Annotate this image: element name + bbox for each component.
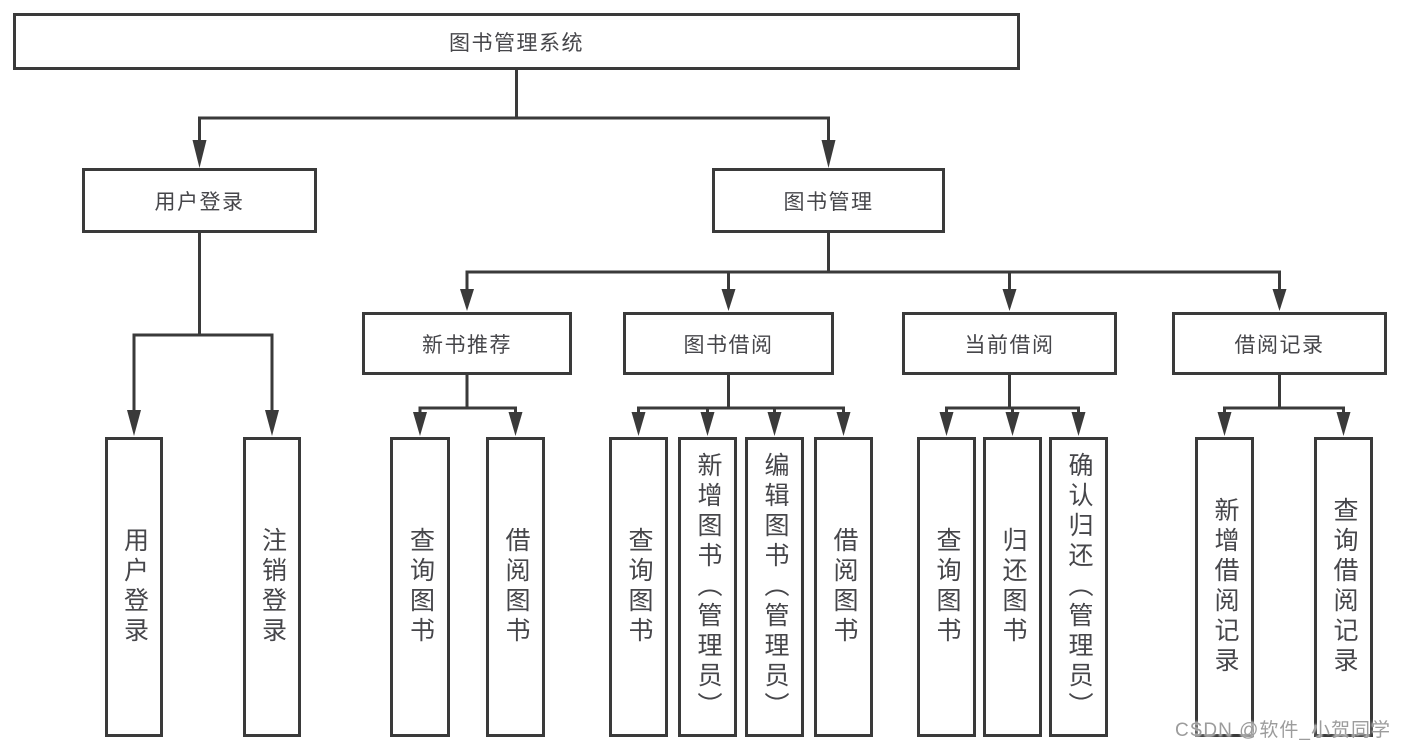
node-label: 确认归还（管理员） (1065, 452, 1093, 722)
node-label: 借阅图书 (830, 527, 858, 647)
node-label: 新增图书（管理员） (694, 452, 722, 722)
node-label: 借阅图书 (502, 527, 530, 647)
arrowhead-icon (127, 410, 141, 436)
edge-borrow-records-to-leaves (1217, 375, 1351, 436)
arrowhead-icon (1005, 412, 1020, 436)
arrowhead-icon (508, 412, 523, 436)
edge-root-to-level2 (192, 70, 836, 168)
edge-book-borrow-to-leaves (631, 375, 851, 436)
arrowhead-icon (1272, 289, 1287, 311)
node-label: 新增借阅记录 (1211, 497, 1239, 677)
node-leaf-edit-books-admin: 编辑图书（管理员） (745, 437, 804, 737)
node-label: 新书推荐 (422, 333, 512, 357)
edge-new-books-to-leaves (413, 375, 523, 436)
node-library-management-system: 图书管理系统 (13, 13, 1020, 70)
node-leaf-confirm-return-admin: 确认归还（管理员） (1049, 437, 1108, 737)
arrowhead-icon (631, 412, 646, 436)
node-label: 用户登录 (154, 190, 245, 214)
node-label: 当前借阅 (964, 333, 1055, 357)
node-leaf-borrow-books-2: 借阅图书 (814, 437, 873, 737)
arrowhead-icon (1071, 412, 1086, 436)
node-leaf-logout: 注销登录 (243, 437, 301, 737)
arrowhead-icon (821, 140, 836, 168)
node-leaf-return-books: 归还图书 (983, 437, 1042, 737)
node-leaf-query-borrow-record: 查询借阅记录 (1314, 437, 1373, 737)
arrowhead-icon (700, 412, 715, 436)
arrowhead-icon (836, 412, 851, 436)
node-leaf-query-books-3: 查询图书 (917, 437, 976, 737)
node-label: 查询借阅记录 (1330, 497, 1358, 677)
node-current-borrowing: 当前借阅 (902, 312, 1117, 375)
node-borrowing-records: 借阅记录 (1172, 312, 1387, 375)
node-leaf-add-books-admin: 新增图书（管理员） (678, 437, 737, 737)
edge-user-login-to-leaves (127, 233, 279, 436)
arrowhead-icon (939, 412, 954, 436)
node-book-management: 图书管理 (712, 168, 945, 233)
arrowhead-icon (767, 412, 782, 436)
edge-current-borrow-to-leaves (939, 375, 1086, 436)
node-label: 注销登录 (258, 527, 287, 647)
arrowhead-icon (721, 289, 736, 311)
node-label: 借阅记录 (1234, 333, 1325, 357)
arrowhead-icon (413, 412, 427, 436)
watermark: CSDN @软件_小贺同学 (1175, 720, 1391, 741)
node-label: 查询图书 (406, 527, 435, 647)
arrowhead-icon (265, 410, 279, 436)
arrowhead-icon (192, 140, 207, 168)
node-leaf-borrow-books-1: 借阅图书 (486, 437, 545, 737)
arrowhead-icon (1002, 289, 1017, 311)
node-label: 图书管理系统 (449, 31, 584, 55)
node-label: 归还图书 (999, 527, 1027, 647)
arrowhead-icon (460, 289, 474, 311)
edge-book-mgmt-to-level3 (460, 233, 1287, 311)
node-label: 查询图书 (933, 527, 961, 647)
node-user-login: 用户登录 (82, 168, 317, 233)
node-label: 用户登录 (120, 527, 149, 647)
node-label: 查询图书 (625, 527, 653, 647)
arrowhead-icon (1336, 412, 1351, 436)
node-label: 编辑图书（管理员） (761, 452, 789, 722)
node-book-borrowing: 图书借阅 (623, 312, 834, 375)
node-label: 图书借阅 (683, 333, 774, 357)
node-leaf-add-borrow-record: 新增借阅记录 (1195, 437, 1254, 737)
node-label: 图书管理 (783, 190, 874, 214)
node-leaf-user-login: 用户登录 (105, 437, 163, 737)
arrowhead-icon (1217, 412, 1232, 436)
node-leaf-query-books-1: 查询图书 (390, 437, 450, 737)
node-new-book-recommendation: 新书推荐 (362, 312, 572, 375)
node-leaf-query-books-2: 查询图书 (609, 437, 668, 737)
